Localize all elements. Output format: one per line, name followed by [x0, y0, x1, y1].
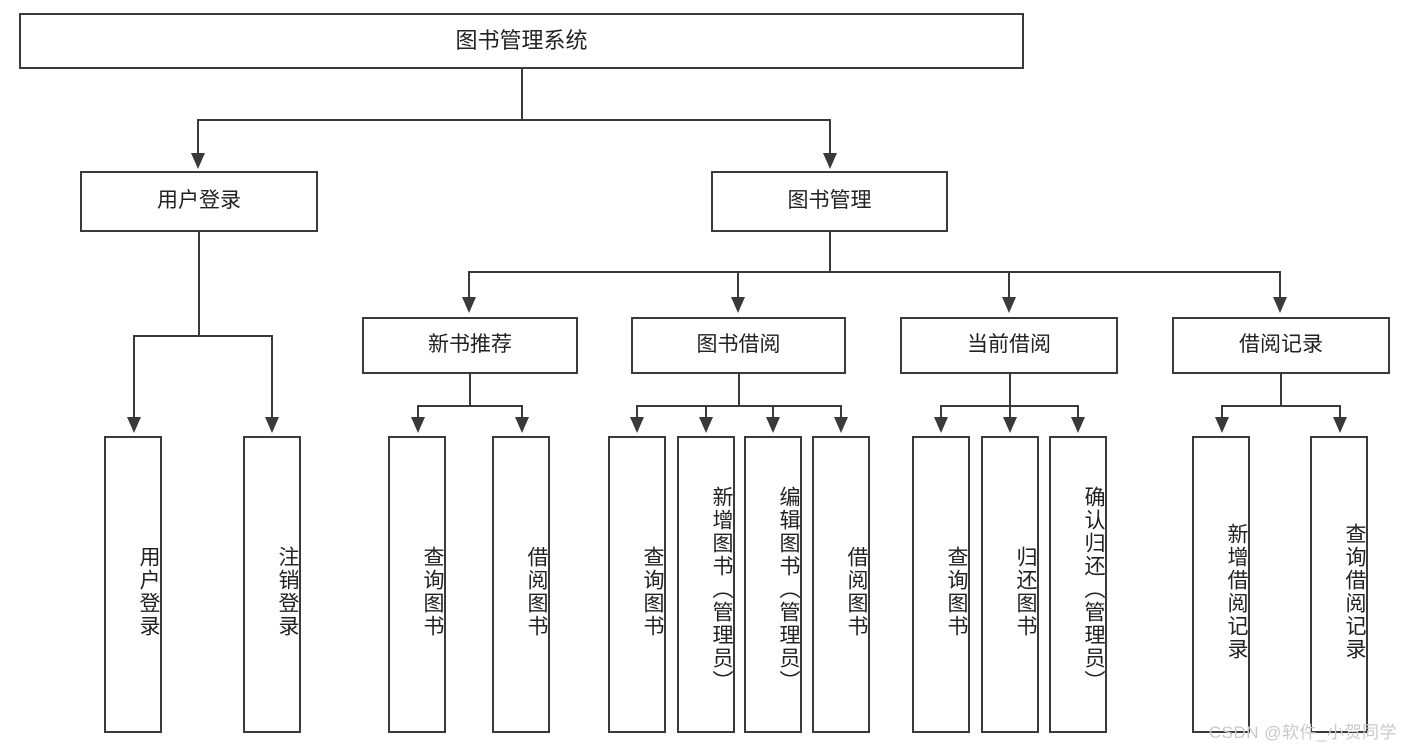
arrow-to-user-login [191, 153, 205, 169]
arrow-to-book-manage [823, 153, 837, 169]
leaf-currentborrow-query-book[interactable]: 查询图书 [912, 436, 970, 733]
leaf-user-login[interactable]: 用户登录 [104, 436, 162, 733]
leaf-user-logout[interactable]: 注销登录 [243, 436, 301, 733]
leaf-borrowrecord-query-record[interactable]: 查询借阅记录 [1310, 436, 1368, 733]
leaf-recommend-borrow-book[interactable]: 借阅图书 [492, 436, 550, 733]
connector-bb-child1 [636, 405, 638, 419]
connector-user-login-bar [133, 335, 272, 337]
leaf-bookborrow-edit-book-admin[interactable]: 编辑图书（管理员） [744, 436, 802, 733]
arrow-leaf-br-add [1215, 417, 1229, 433]
connector-to-borrow-record [1279, 271, 1281, 299]
leaf-borrowrecord-add-record[interactable]: 新增借阅记录 [1192, 436, 1250, 733]
connector-bb-child4 [840, 405, 842, 419]
connector-new-book-rec-stem [469, 374, 471, 406]
connector-user-login-child1 [133, 335, 135, 419]
connector-book-borrow-stem [738, 374, 740, 406]
leaf-currentborrow-return-book[interactable]: 归还图书 [981, 436, 1039, 733]
arrow-to-new-book-rec [462, 297, 476, 313]
arrow-leaf-bb-borrow [834, 417, 848, 433]
arrow-leaf-cb-return [1003, 417, 1017, 433]
connector-to-book-manage [829, 119, 831, 155]
arrow-leaf-cb-query [934, 417, 948, 433]
node-current-borrow[interactable]: 当前借阅 [900, 317, 1118, 374]
connector-to-book-borrow [737, 271, 739, 299]
connector-to-current-borrow [1008, 271, 1010, 299]
connector-user-login-child2 [271, 335, 273, 419]
connector-nbr-child1 [417, 405, 419, 419]
connector-user-login-stem [198, 232, 200, 336]
arrow-leaf-bb-add [699, 417, 713, 433]
arrow-leaf-bb-query [630, 417, 644, 433]
arrow-leaf-rec-borrow [515, 417, 529, 433]
leaf-bookborrow-query-book[interactable]: 查询图书 [608, 436, 666, 733]
connector-nbr-child2 [521, 405, 523, 419]
connector-to-new-book-rec [468, 271, 470, 299]
leaf-bookborrow-add-book-admin[interactable]: 新增图书（管理员） [677, 436, 735, 733]
arrow-leaf-user-login [127, 417, 141, 433]
leaf-recommend-query-book[interactable]: 查询图书 [388, 436, 446, 733]
leaf-bookborrow-borrow-book[interactable]: 借阅图书 [812, 436, 870, 733]
connector-root-stem [521, 69, 523, 119]
connector-cb-child1 [940, 405, 942, 419]
arrow-leaf-br-query [1333, 417, 1347, 433]
arrow-to-borrow-record [1273, 297, 1287, 313]
connector-to-user-login [197, 119, 199, 155]
node-new-book-recommend[interactable]: 新书推荐 [362, 317, 578, 374]
arrow-to-current-borrow [1002, 297, 1016, 313]
node-user-login[interactable]: 用户登录 [80, 171, 318, 232]
connector-borrow-record-stem [1280, 374, 1282, 406]
arrow-leaf-bb-edit [766, 417, 780, 433]
arrow-leaf-cb-confirm [1071, 417, 1085, 433]
connector-new-book-rec-bar [417, 405, 523, 407]
leaf-currentborrow-confirm-return-admin[interactable]: 确认归还（管理员） [1049, 436, 1107, 733]
connector-current-borrow-stem [1009, 374, 1011, 406]
connector-bb-child2 [705, 405, 707, 419]
node-book-management[interactable]: 图书管理 [711, 171, 948, 232]
connector-level2-bar [468, 271, 1280, 273]
connector-book-manage-stem [829, 232, 831, 272]
connector-cb-child3 [1077, 405, 1079, 419]
node-book-borrow[interactable]: 图书借阅 [631, 317, 846, 374]
connector-borrow-record-bar [1221, 405, 1341, 407]
connector-cb-child2 [1009, 405, 1011, 419]
arrow-to-book-borrow [731, 297, 745, 313]
connector-level1-bar [197, 119, 831, 121]
node-borrow-record[interactable]: 借阅记录 [1172, 317, 1390, 374]
connector-br-child1 [1221, 405, 1223, 419]
arrow-leaf-user-logout [265, 417, 279, 433]
connector-br-child2 [1339, 405, 1341, 419]
node-root-book-management-system[interactable]: 图书管理系统 [19, 13, 1024, 69]
arrow-leaf-rec-query [411, 417, 425, 433]
connector-book-borrow-bar [636, 405, 842, 407]
connector-bb-child3 [772, 405, 774, 419]
